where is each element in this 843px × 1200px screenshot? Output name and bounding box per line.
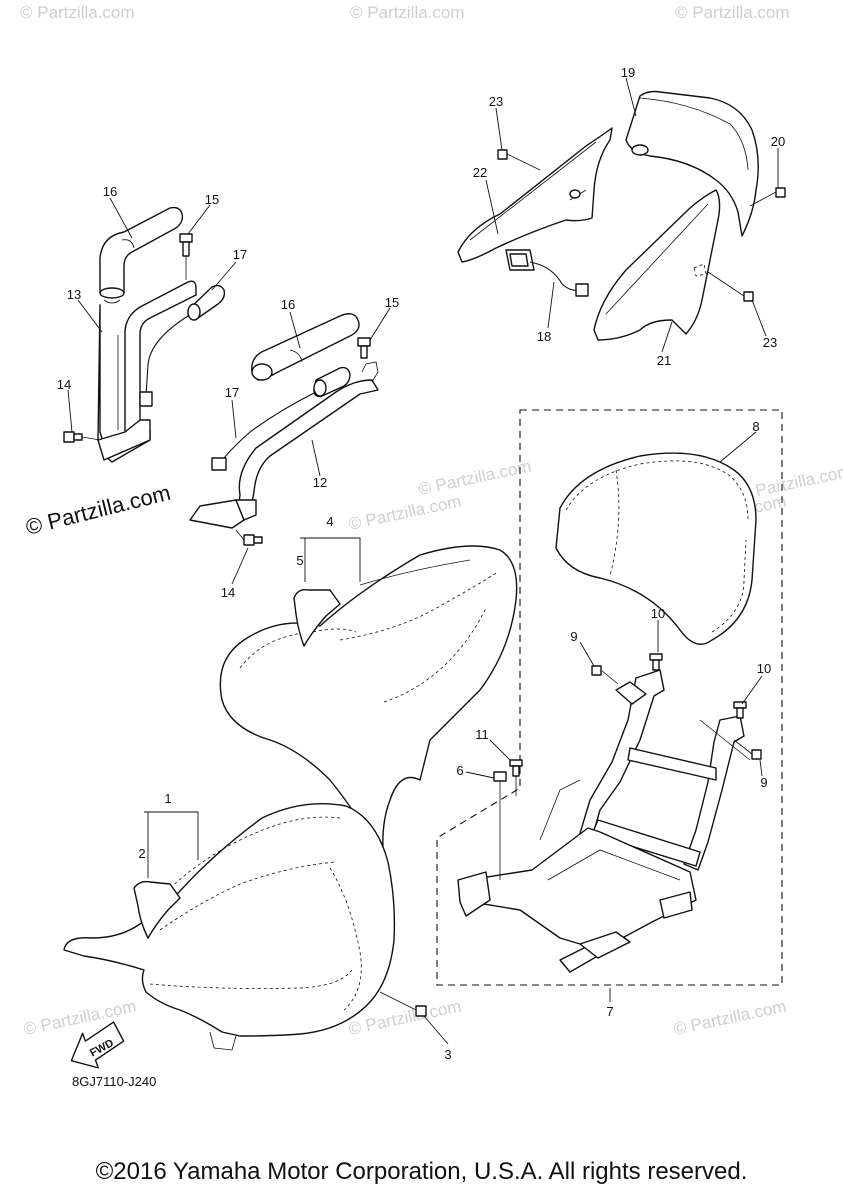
part-bolt-10-right bbox=[733, 701, 747, 719]
callout-23-top: 23 bbox=[489, 94, 503, 109]
assembly-boundary bbox=[436, 409, 783, 986]
callout-12: 12 bbox=[313, 475, 327, 490]
part-side-cover-22 bbox=[457, 127, 613, 263]
callout-1: 1 bbox=[164, 791, 171, 806]
callout-19: 19 bbox=[621, 65, 635, 80]
part-switch-left bbox=[139, 284, 226, 407]
part-backrest-frame bbox=[457, 669, 751, 973]
callout-3: 3 bbox=[444, 1047, 451, 1062]
callout-5: 5 bbox=[296, 553, 303, 568]
part-bolt-3 bbox=[379, 991, 427, 1017]
callout-6: 6 bbox=[456, 763, 463, 778]
part-bolt-14-right bbox=[235, 529, 263, 546]
callout-7: 7 bbox=[606, 1004, 613, 1019]
part-bolt-20 bbox=[749, 187, 786, 207]
part-bolt-9-right bbox=[733, 739, 762, 760]
part-rear-cover-top bbox=[625, 90, 759, 237]
watermark: © Partzilla.com bbox=[417, 457, 533, 499]
callout-4: 4 bbox=[326, 514, 333, 529]
callout-16-left: 16 bbox=[103, 184, 117, 199]
fwd-arrow-icon: FWD bbox=[70, 1021, 125, 1069]
watermark: © Partzilla.com bbox=[350, 3, 465, 22]
part-seat-strap-rear bbox=[293, 588, 341, 647]
callout-17-left: 17 bbox=[233, 247, 247, 262]
watermark: © Partzilla.com bbox=[22, 997, 138, 1039]
part-rear-seat bbox=[219, 545, 518, 863]
callout-11: 11 bbox=[475, 727, 489, 742]
part-grab-handle-left bbox=[97, 280, 197, 463]
leader-lines bbox=[67, 77, 779, 1045]
watermark: © Partzilla.com bbox=[20, 3, 135, 22]
callout-10-left: 10 bbox=[651, 606, 665, 621]
copyright-notice: ©2016 Yamaha Motor Corporation, U.S.A. A… bbox=[95, 1158, 748, 1185]
part-grip-right bbox=[251, 313, 360, 381]
part-bolt-15-left bbox=[179, 233, 193, 280]
part-bolt-11 bbox=[509, 759, 523, 796]
part-front-seat bbox=[63, 803, 396, 1051]
part-bolt-9-left bbox=[591, 665, 619, 685]
callout-18: 18 bbox=[537, 329, 551, 344]
callout-20: 20 bbox=[771, 134, 785, 149]
callout-17-right: 17 bbox=[225, 385, 239, 400]
callout-23-right: 23 bbox=[763, 335, 777, 350]
watermark: © Partzilla.com bbox=[675, 3, 790, 22]
callout-9-right: 9 bbox=[760, 775, 767, 790]
part-switch-18 bbox=[505, 249, 589, 297]
callout-9-left: 9 bbox=[570, 629, 577, 644]
callout-13: 13 bbox=[67, 287, 81, 302]
part-bolt-15-right bbox=[357, 337, 371, 359]
part-seat-strap-front bbox=[133, 880, 181, 939]
part-side-cover-21 bbox=[593, 189, 721, 341]
callout-14-right: 14 bbox=[221, 585, 235, 600]
callout-15-right: 15 bbox=[385, 295, 399, 310]
part-grip-left bbox=[99, 206, 184, 304]
callout-14-left: 14 bbox=[57, 377, 71, 392]
part-switch-right bbox=[211, 366, 351, 471]
part-backrest-pad bbox=[555, 452, 757, 645]
part-grab-handle-right bbox=[189, 361, 379, 529]
part-bolt-23-right bbox=[707, 271, 754, 302]
part-bolt-10-left bbox=[649, 653, 663, 671]
callout-numbers: 1 2 3 4 5 6 7 8 9 9 10 10 11 12 13 14 14… bbox=[57, 65, 785, 1062]
watermark-main: © Partzilla.com bbox=[23, 480, 173, 540]
diagram-reference-code: 8GJ7110-J240 bbox=[72, 1074, 156, 1089]
part-nut-6 bbox=[493, 771, 507, 880]
watermark: © Partzilla.com bbox=[347, 492, 463, 534]
callout-8: 8 bbox=[752, 419, 759, 434]
part-bolt-23-top bbox=[497, 149, 541, 171]
watermark: © Partzilla.com bbox=[672, 997, 788, 1039]
callout-10-right: 10 bbox=[757, 661, 771, 676]
callout-22: 22 bbox=[473, 165, 487, 180]
callout-16-right: 16 bbox=[281, 297, 295, 312]
callout-21: 21 bbox=[657, 353, 671, 368]
part-bolt-14-left bbox=[63, 431, 101, 443]
callout-15-left: 15 bbox=[205, 192, 219, 207]
callout-2: 2 bbox=[138, 846, 145, 861]
